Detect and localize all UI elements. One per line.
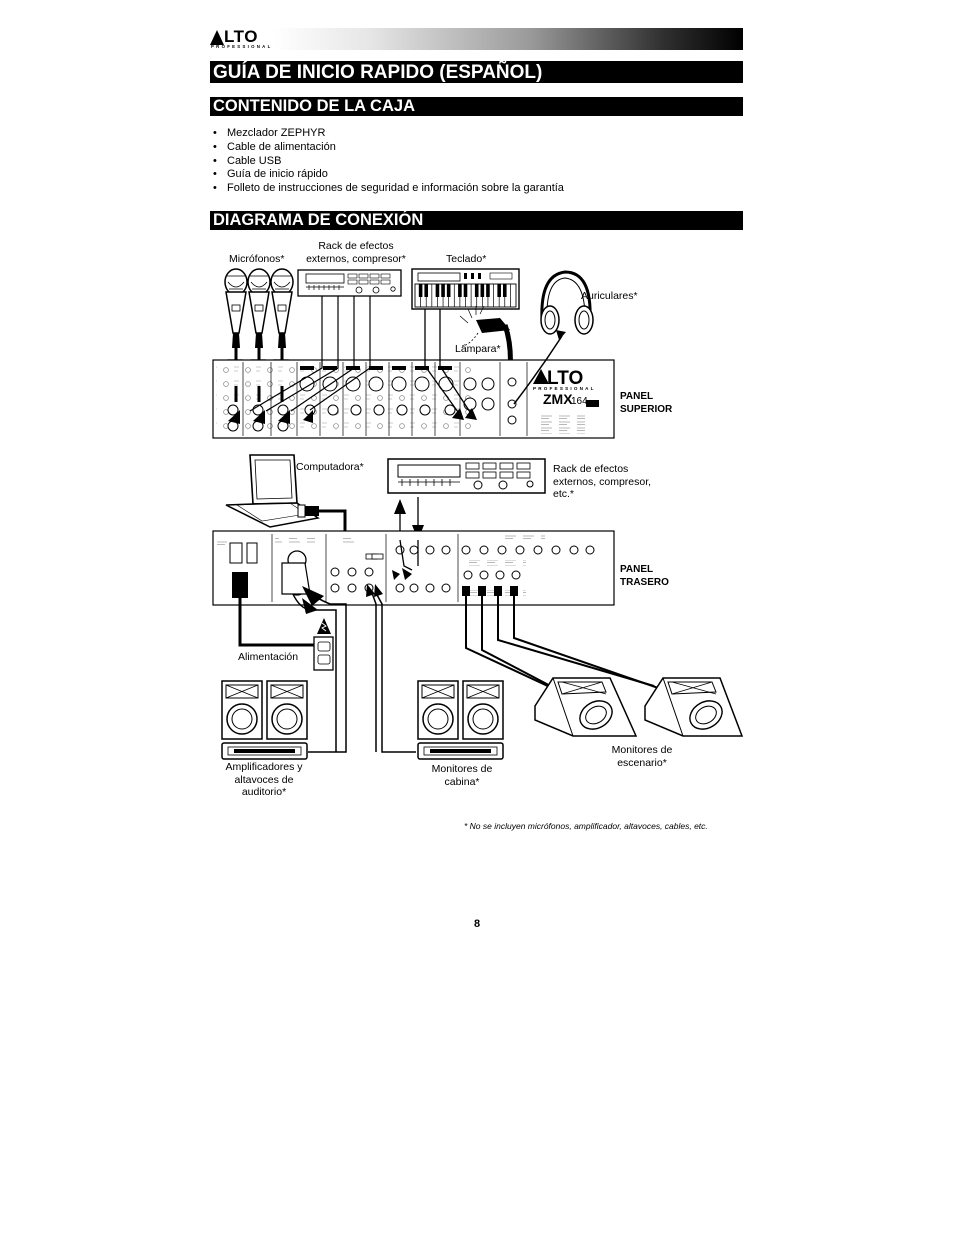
- label-rack-rear: Rack de efectos externos, compresor, etc…: [553, 463, 651, 501]
- label-amps-line1: Amplificadores y: [225, 761, 303, 773]
- list-item: Folleto de instrucciones de seguridad e …: [210, 182, 564, 196]
- label-rear-panel-line1: PANEL: [620, 564, 654, 575]
- label-rack-top-line1: Rack de efectos: [318, 240, 394, 252]
- label-amps-line3: auditorio*: [241, 786, 287, 798]
- label-rack-top: Rack de efectos externos, compresor*: [302, 240, 410, 265]
- label-stage-line2: escenario*: [617, 756, 667, 769]
- footnote: * No se incluyen micrófonos, amplificado…: [464, 821, 708, 831]
- list-item: Guía de inicio rápido: [210, 168, 564, 182]
- label-rack-rear-line1: Rack de efectos: [553, 463, 629, 475]
- effects-rack-top: [297, 269, 402, 297]
- label-lamp: Lámpara*: [455, 343, 501, 355]
- headphones: [540, 270, 594, 340]
- keyboard-black-key: [458, 284, 462, 297]
- keyboard-black-key: [441, 284, 445, 297]
- booth-monitors: [417, 680, 504, 760]
- microphone: [270, 268, 294, 348]
- label-booth-line2: cabina*: [444, 775, 480, 788]
- list-item: Mezclador ZEPHYR: [210, 127, 564, 141]
- keyboard-black-key: [502, 284, 507, 297]
- keyboard-black-key: [424, 284, 429, 297]
- label-booth-line1: Monitores de: [431, 763, 493, 775]
- logo-subtitle: PROFESSIONAL: [211, 44, 273, 49]
- logo-word: LTO: [224, 27, 258, 46]
- alto-logo-triangle-icon: [210, 30, 224, 45]
- list-item: Cable USB: [210, 155, 564, 169]
- label-computer: Computadora*: [296, 461, 364, 473]
- effects-rack-rear: [387, 458, 546, 494]
- laptop-computer: [225, 454, 320, 528]
- stage-monitors: [534, 677, 744, 737]
- mixer-model: ZMX: [543, 391, 573, 407]
- label-power: Alimentación: [238, 651, 299, 663]
- list-item: Cable de alimentación: [210, 141, 564, 155]
- microphone: [224, 268, 248, 348]
- connection-diagram-heading: DIAGRAMA DE CONEXIÓN: [210, 211, 743, 230]
- label-top-panel-line2: SUPERIOR: [620, 403, 673, 415]
- mixer-brand-text: LTO: [547, 368, 583, 389]
- keyboard-black-key: [480, 284, 485, 297]
- keyboard: [411, 268, 520, 310]
- label-microphones: Micrófonos*: [229, 253, 285, 265]
- keyboard-black-key: [418, 284, 423, 297]
- header-bar: LTO PROFESSIONAL: [210, 27, 743, 50]
- mixer-top-panel: LTO PROFESSIONAL ZMX 164: [212, 359, 615, 439]
- label-amps: Amplificadores y altavoces de auditorio*: [214, 761, 314, 799]
- label-booth-monitors: Monitores de cabina*: [412, 763, 512, 788]
- label-rack-rear-line2: externos, compresor,: [553, 475, 652, 488]
- mixer-model-number: 164: [571, 396, 588, 407]
- label-headphones: Auriculares*: [581, 290, 638, 302]
- mixer-rear-panel: [212, 530, 615, 606]
- box-contents-heading: CONTENIDO DE LA CAJA: [210, 97, 743, 116]
- power-outlet: [313, 618, 334, 671]
- keyboard-black-key: [486, 284, 490, 297]
- top-cables: [234, 296, 563, 413]
- keyboard-black-key: [446, 284, 451, 297]
- keyboard-black-key: [497, 284, 501, 297]
- keyboard-black-key: [474, 284, 479, 297]
- page-title: GUÍA DE INICIO RAPIDO (ESPAÑOL): [210, 61, 743, 83]
- label-rear-panel-line2: TRASERO: [620, 576, 669, 588]
- label-top-panel: PANEL SUPERIOR: [620, 391, 672, 416]
- label-stage-line1: Monitores de: [611, 744, 673, 756]
- label-rack-rear-line3: etc.*: [553, 488, 575, 500]
- label-stage-monitors: Monitores de escenario*: [592, 744, 692, 769]
- label-amps-line2: altavoces de: [234, 773, 294, 786]
- label-rack-top-line2: externos, compresor*: [306, 252, 406, 265]
- box-contents-list: Mezclador ZEPHYR Cable de alimentación C…: [210, 127, 564, 196]
- main-speakers: [221, 680, 308, 760]
- label-keyboard: Teclado*: [446, 253, 487, 265]
- mixer-brand-sub: PROFESSIONAL: [533, 386, 596, 391]
- keyboard-black-key: [463, 284, 468, 297]
- label-top-panel-line1: PANEL: [620, 391, 654, 402]
- keyboard-black-key: [435, 284, 440, 297]
- microphone: [247, 268, 271, 348]
- alto-logo: LTO PROFESSIONAL: [210, 27, 273, 49]
- page-number: 8: [473, 918, 481, 930]
- label-rear-panel: PANEL TRASERO: [620, 564, 669, 589]
- mixer-brand-logo: LTO PROFESSIONAL ZMX 164: [533, 368, 596, 407]
